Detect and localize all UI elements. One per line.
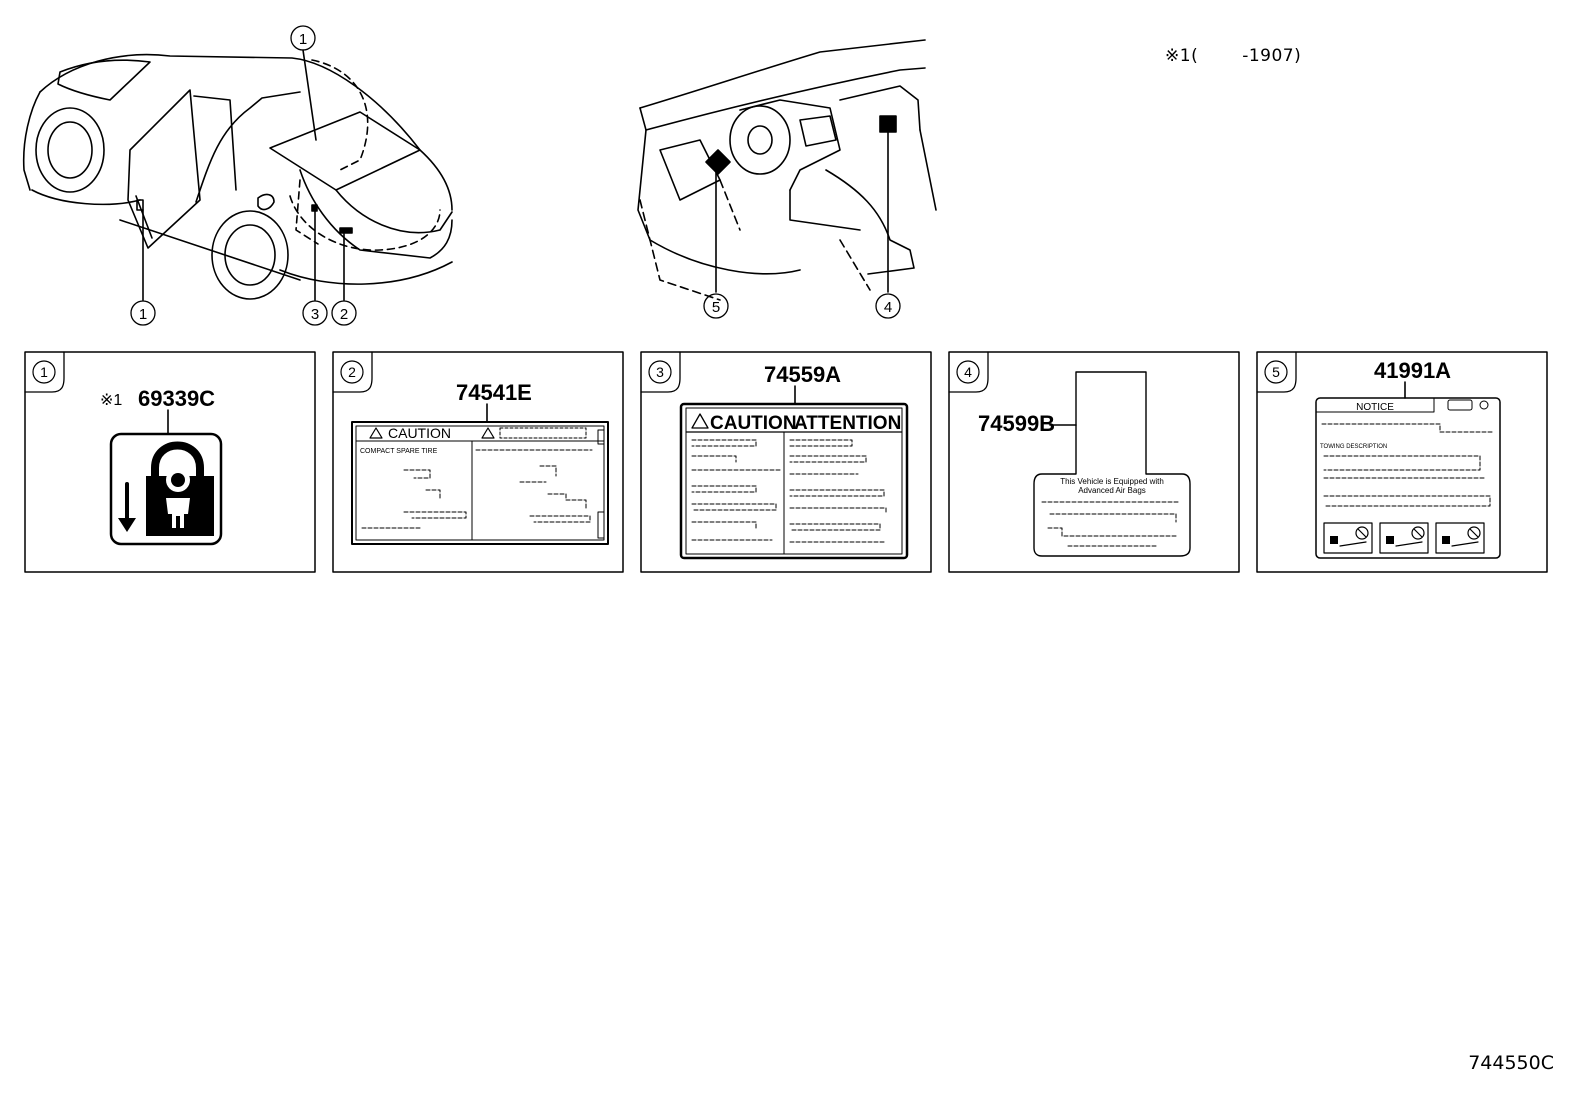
- panel-2-heading: CAUTION: [388, 425, 451, 441]
- callout-5: [703, 293, 729, 319]
- child-lock-label-graphic: [109, 432, 223, 546]
- note-range-end: -1907: [1242, 46, 1295, 66]
- panel-5-heading: NOTICE: [1356, 402, 1394, 413]
- panel-1-child-lock-label: 1 ※1 69339C: [24, 351, 316, 573]
- panel-2-index: 2: [348, 364, 356, 380]
- callout-1-top: [290, 25, 316, 51]
- panel-4-line-2: Advanced Air Bags: [1078, 486, 1146, 495]
- prohibited-icon-1: [1355, 526, 1369, 540]
- panel-3-heading-2: ATTENTION: [794, 413, 901, 434]
- note-close-paren: ): [1294, 46, 1302, 66]
- panel-2-part-number: 74541E: [456, 380, 532, 405]
- panel-1-mark: ※1: [100, 392, 122, 409]
- panel-1-part-number: 69339C: [138, 386, 215, 411]
- notice-label-location-icon: [705, 149, 731, 175]
- callout-3: [302, 300, 328, 326]
- callout-1-bottom-text: 1: [139, 306, 147, 323]
- panel-3-caution-attention-label: 3 74559A CAUTION ATTENTION: [640, 351, 932, 573]
- applicability-note: ※1( -1907): [1165, 46, 1301, 66]
- callout-2: [331, 300, 357, 326]
- vehicle-exterior-callouts: 1 1 3 2: [130, 25, 357, 326]
- panel-1-index: 1: [40, 364, 48, 380]
- warning-triangle-icon-3: [691, 413, 709, 429]
- vehicle-interior-illustration: [637, 39, 937, 301]
- panel-4-airbag-label: 4 74599B This Vehicle is Equipped with A…: [948, 351, 1240, 573]
- panel-5-part-number: 41991A: [1374, 358, 1451, 383]
- airbag-label-location-icon: [879, 115, 897, 133]
- panel-3-heading: CAUTION: [710, 413, 797, 434]
- spare-tire-label-location-icon: [339, 227, 353, 234]
- callout-2-text: 2: [340, 306, 348, 323]
- panel-5-index: 5: [1272, 364, 1280, 380]
- panel-4-line-1: This Vehicle is Equipped with: [1060, 477, 1164, 486]
- drawing-number: 744550C: [1468, 1052, 1554, 1074]
- note-open-paren: (: [1191, 46, 1199, 66]
- warning-triangle-icon-2: [481, 427, 495, 439]
- panel-2-subheading: COMPACT SPARE TIRE: [360, 448, 438, 455]
- panel-5-subheading: TOWING DESCRIPTION: [1320, 444, 1387, 450]
- prohibited-icon-3: [1467, 526, 1481, 540]
- callout-5-text: 5: [712, 299, 720, 316]
- panel-3-index: 3: [656, 364, 664, 380]
- towing-icon-3: [1435, 522, 1485, 554]
- child-lock-label-location-icon: [136, 199, 144, 211]
- callout-4-text: 4: [884, 299, 892, 316]
- panel-5-notice-label: 5 41991A NOTICE TOWING DESCRIPTION: [1256, 351, 1548, 573]
- callout-1-top-text: 1: [299, 31, 307, 48]
- callout-1-bottom: [130, 300, 156, 326]
- arrow-down-icon: [118, 518, 136, 532]
- towing-icon-2: [1379, 522, 1429, 554]
- callout-3-text: 3: [311, 306, 319, 323]
- prohibited-icon-2: [1411, 526, 1425, 540]
- panel-3-part-number: 74559A: [764, 362, 841, 387]
- vehicle-exterior-illustration: [22, 49, 453, 301]
- panel-2-spare-tire-caution-label: 2 74541E CAUTION COMPACT SPARE TIRE: [332, 351, 624, 573]
- vehicle-interior-callouts: 5 4: [703, 293, 901, 319]
- callout-4: [875, 293, 901, 319]
- warning-triangle-icon: [369, 427, 383, 439]
- panel-4-index: 4: [964, 364, 972, 380]
- panel-4-part-number: 74599B: [978, 411, 1055, 436]
- towing-icon-1: [1323, 522, 1373, 554]
- note-mark: ※1: [1165, 46, 1192, 66]
